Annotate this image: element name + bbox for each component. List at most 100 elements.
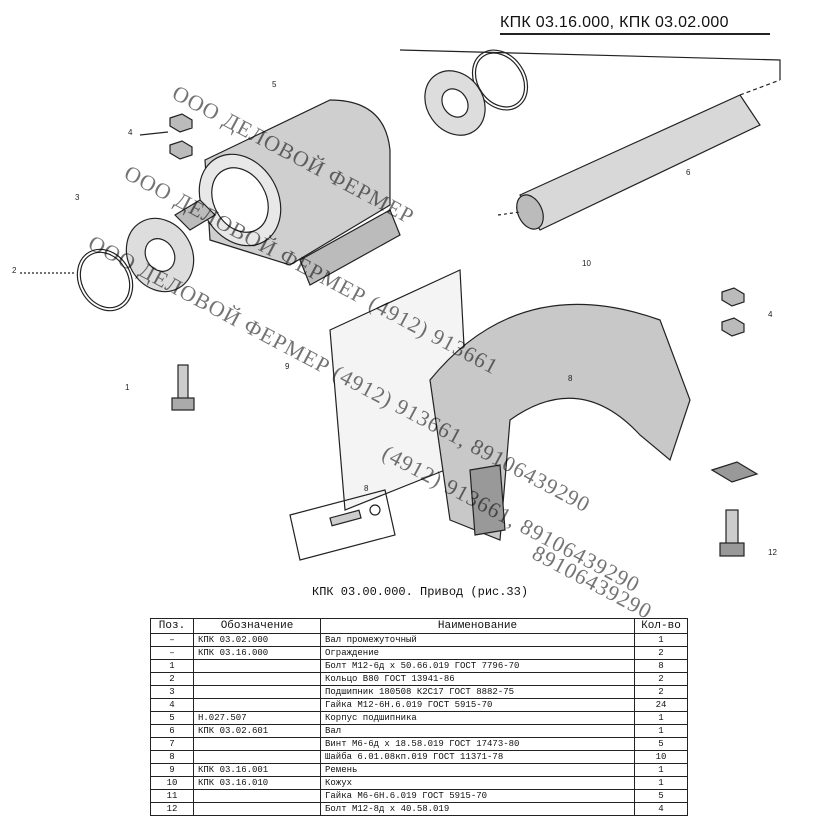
- cell-pos: 11: [150, 789, 194, 803]
- callout-10: 10: [582, 259, 591, 268]
- callout-5: 5: [272, 80, 277, 89]
- cell-name: Вал: [320, 724, 635, 738]
- document-title: КПК 03.16.000, КПК 03.02.000: [500, 14, 770, 35]
- cell-qty: 4: [634, 802, 688, 816]
- cell-qty: 8: [634, 659, 688, 673]
- cell-pos: 7: [150, 737, 194, 751]
- callout-4-right: 4: [768, 310, 773, 319]
- col-header-pos: Поз.: [150, 618, 194, 634]
- cell-pos: 6: [150, 724, 194, 738]
- cell-qty: 1: [634, 776, 688, 790]
- cell-name: Гайка М12-6Н.6.019 ГОСТ 5915-70: [320, 698, 635, 712]
- cell-qty: 2: [634, 685, 688, 699]
- nut-4d: [721, 317, 745, 337]
- cell-pos: 1: [150, 659, 194, 673]
- cell-qty: 1: [634, 724, 688, 738]
- cell-qty: 5: [634, 789, 688, 803]
- nut-4b: [169, 140, 193, 160]
- cell-name: Ремень: [320, 763, 635, 777]
- callout-2: 2: [12, 266, 17, 275]
- cell-name: Болт М12-6д х 50.66.019 ГОСТ 7796-70: [320, 659, 635, 673]
- cell-pos: 4: [150, 698, 194, 712]
- cell-pos: 12: [150, 802, 194, 816]
- cell-qty: 24: [634, 698, 688, 712]
- nut-4a: [169, 113, 193, 133]
- exploded-assembly-drawing: [20, 49, 781, 561]
- retaining-ring-left: [76, 248, 134, 312]
- callout-8-box: 8: [364, 484, 369, 493]
- cell-qty: 1: [634, 633, 688, 647]
- cell-pos: 8: [150, 750, 194, 764]
- col-header-qty: Кол-во: [634, 618, 688, 634]
- screw-detail-box: [289, 489, 396, 561]
- cell-code: [193, 737, 321, 751]
- cell-name: Болт М12-8д х 40.58.019: [320, 802, 635, 816]
- cell-qty: 2: [634, 672, 688, 686]
- cell-name: Винт М6-6д х 18.58.019 ГОСТ 17473-80: [320, 737, 635, 751]
- cell-pos: 9: [150, 763, 194, 777]
- cell-name: Кожух: [320, 776, 635, 790]
- cell-name: Подшипник 180508 К2С17 ГОСТ 8882-75: [320, 685, 635, 699]
- col-header-name: Наименование: [320, 618, 635, 634]
- cell-pos: 10: [150, 776, 194, 790]
- parts-table: Поз. Обозначение Наименование Кол-во –КП…: [150, 618, 688, 816]
- cell-code: КПК 03.16.000: [193, 646, 321, 660]
- nut-4c: [721, 287, 745, 307]
- callout-9: 9: [285, 362, 290, 371]
- callout-12: 12: [768, 548, 777, 557]
- cell-code: [193, 672, 321, 686]
- cell-name: Гайка М6-6Н.6.019 ГОСТ 5915-70: [320, 789, 635, 803]
- cell-pos: 2: [150, 672, 194, 686]
- cell-qty: 10: [634, 750, 688, 764]
- cell-code: [193, 789, 321, 803]
- cell-name: Корпус подшипника: [320, 711, 635, 725]
- cell-pos: 3: [150, 685, 194, 699]
- cell-name: Кольцо В80 ГОСТ 13941-86: [320, 672, 635, 686]
- cell-code: [193, 802, 321, 816]
- cell-pos: –: [150, 646, 194, 660]
- callout-1: 1: [125, 383, 130, 392]
- cell-qty: 1: [634, 763, 688, 777]
- figure-caption: КПК 03.00.000. Привод (рис.33): [312, 585, 529, 599]
- guard-cover: [429, 303, 691, 541]
- cell-code: КПК 03.02.000: [193, 633, 321, 647]
- cell-code: [193, 659, 321, 673]
- cell-code: [193, 698, 321, 712]
- cell-name: Ограждение: [320, 646, 635, 660]
- cell-pos: 5: [150, 711, 194, 725]
- bolt-12: [725, 509, 739, 549]
- cell-code: [193, 750, 321, 764]
- cell-code: КПК 03.02.601: [193, 724, 321, 738]
- callout-3: 3: [75, 193, 80, 202]
- cell-name: Шайба 6.01.08кп.019 ГОСТ 11371-78: [320, 750, 635, 764]
- shaft: [519, 94, 761, 231]
- cell-code: КПК 03.16.001: [193, 763, 321, 777]
- cell-code: Н.027.507: [193, 711, 321, 725]
- table-header-row: Поз. Обозначение Наименование Кол-во: [150, 618, 688, 634]
- cell-qty: 5: [634, 737, 688, 751]
- cell-qty: 2: [634, 646, 688, 660]
- cell-qty: 1: [634, 711, 688, 725]
- callout-4: 4: [128, 128, 133, 137]
- cell-pos: –: [150, 633, 194, 647]
- bolt-1: [177, 364, 189, 401]
- cell-code: КПК 03.16.010: [193, 776, 321, 790]
- callout-6: 6: [686, 168, 691, 177]
- col-header-code: Обозначение: [193, 618, 321, 634]
- cell-code: [193, 685, 321, 699]
- cell-name: Вал промежуточный: [320, 633, 635, 647]
